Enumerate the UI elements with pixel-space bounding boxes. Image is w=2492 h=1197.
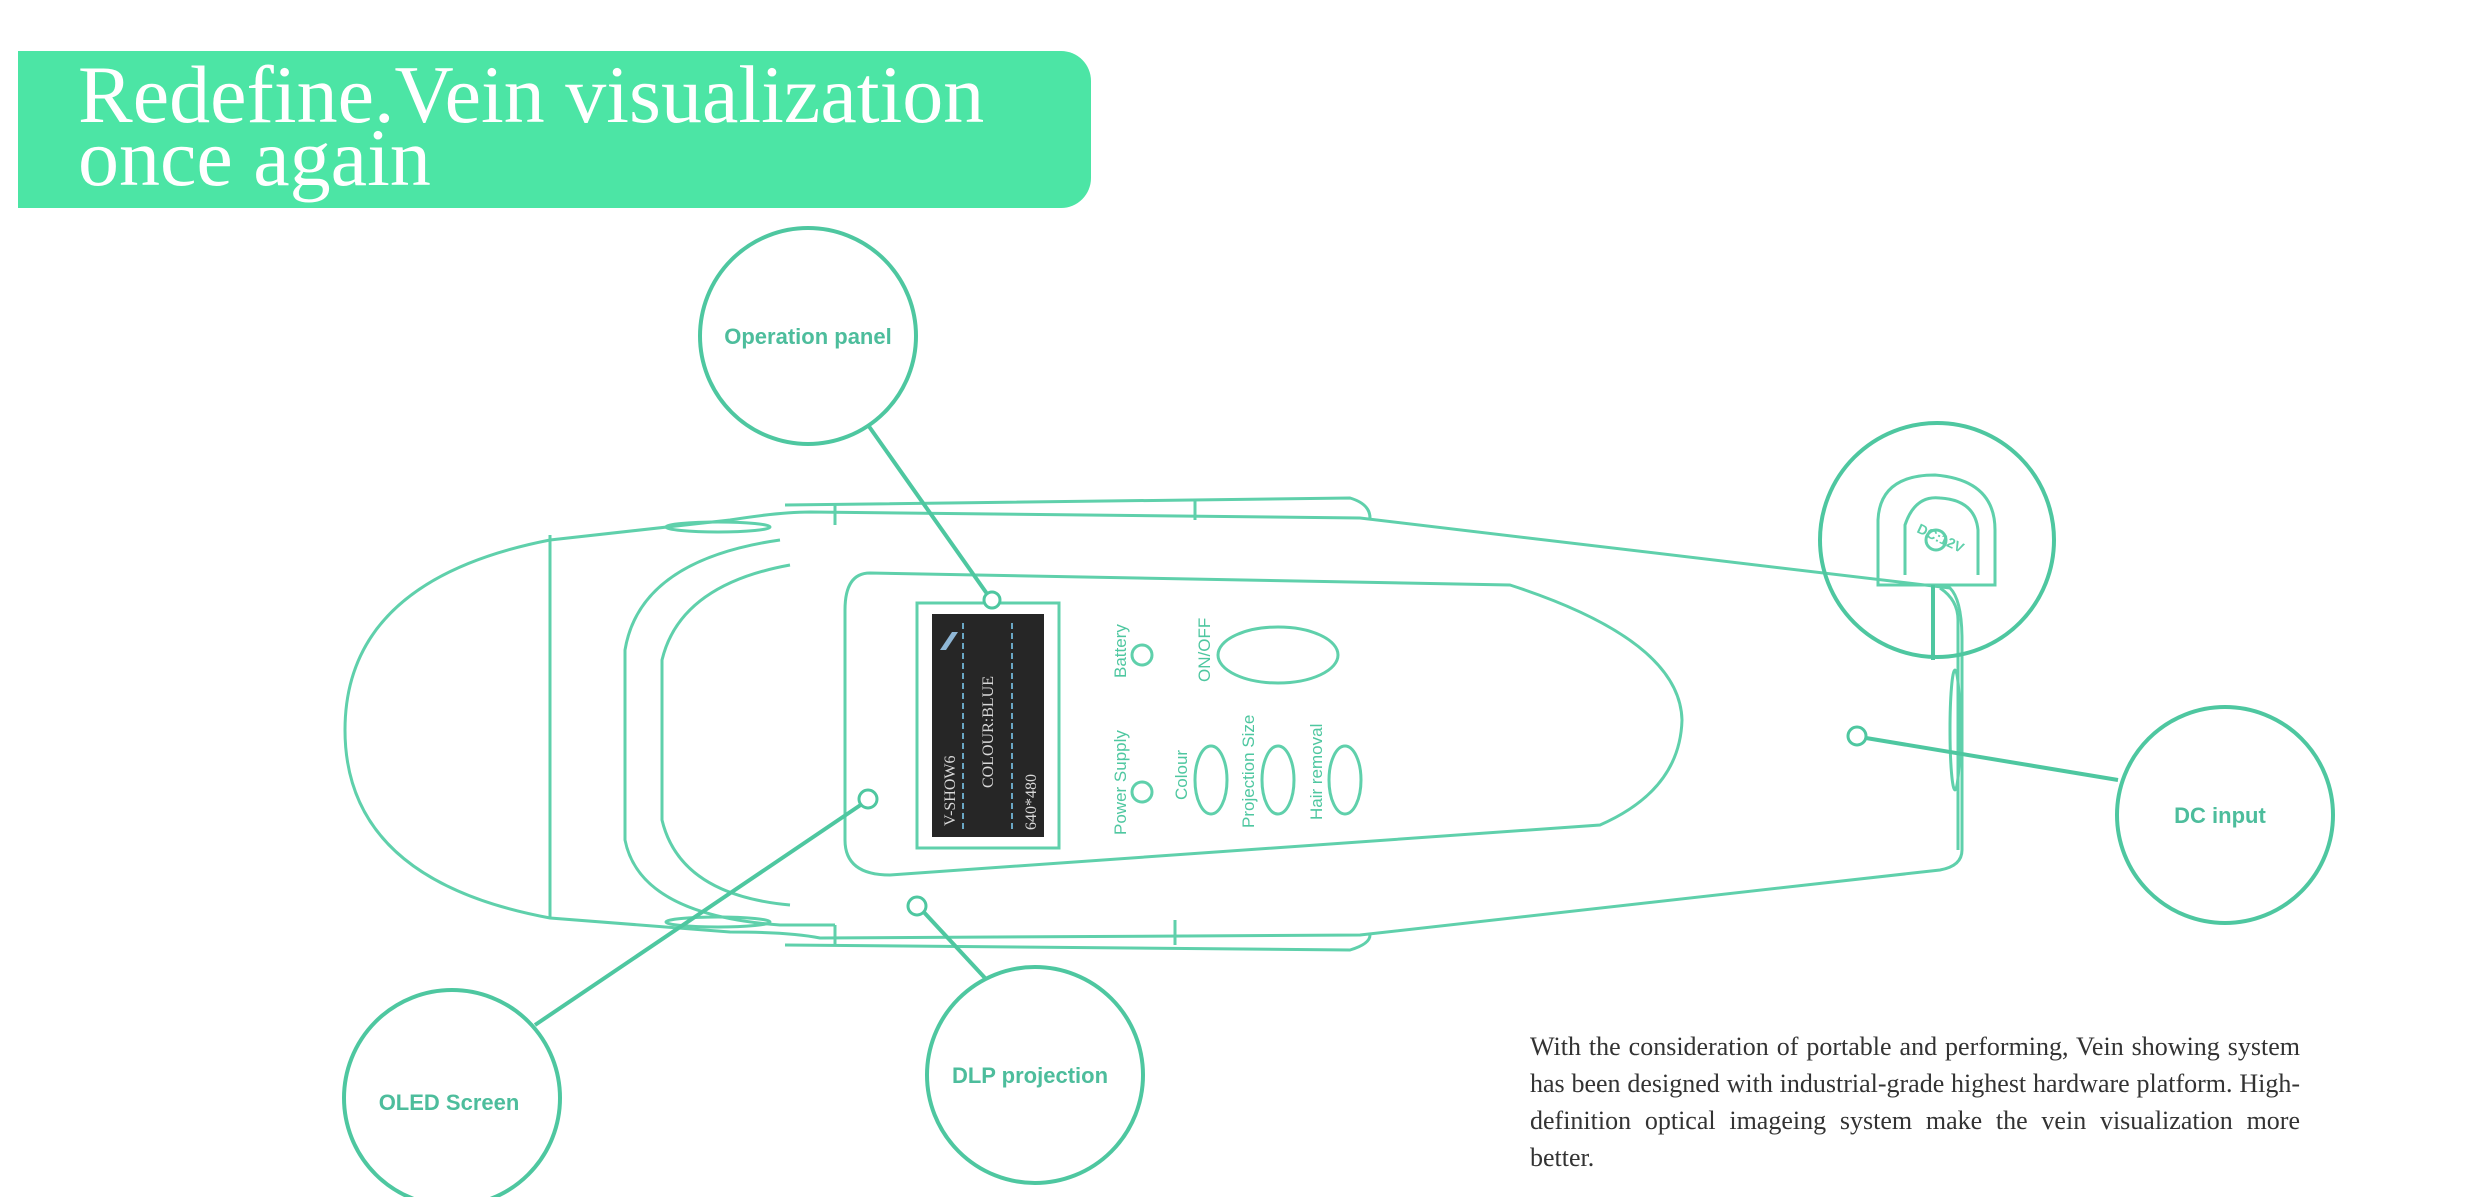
power-supply-label: Power Supply [1111,730,1130,835]
dlp-projection-anchor [906,895,928,917]
screen-logo-icon [940,632,958,650]
title-banner: Redefine.Vein visualization once again [18,51,1091,208]
operation-panel-leader [866,423,992,600]
dc-port-callout-circle [1818,421,2056,659]
page-title-line-1: Redefine.Vein visualization [78,49,985,140]
screen-resolution-text: 640*480 [1023,774,1040,830]
dc-input-label: DC input [2174,803,2266,828]
device-panel-outline [843,571,1684,877]
dlp-projection-label: DLP projection [952,1063,1108,1088]
on-off-button [1216,625,1340,685]
battery-indicator [1130,643,1154,667]
dc-input-leader [1859,735,2119,782]
dc-port-housing [1876,473,1997,587]
device-bottom-rail [784,934,1372,952]
battery-label: Battery [1111,624,1130,678]
device-top-rail [784,496,1372,519]
device-top-rail-inner [833,500,1197,525]
dc-port-side [1939,586,1960,850]
dlp-projection-callout-circle [925,965,1145,1185]
on-off-label: ON/OFF [1195,618,1214,682]
dc-input-callout-circle [2115,705,2335,925]
device-grip-inner [660,563,791,907]
oled-screen-leader [533,800,867,1027]
dc-port-housing-inner [1903,496,1980,575]
device-grip-outer [623,538,835,927]
device-outline [343,510,1964,940]
colour-button [1193,744,1229,816]
oled-screen-anchor [857,788,879,810]
dlp-projection-leader [918,906,987,980]
oled-screen-label: OLED Screen [379,1090,520,1115]
dc-port-label: DC:12V [1915,520,1967,556]
description-text: With the consideration of portable and p… [1530,1032,2300,1172]
device-top-slot [664,520,772,534]
projection-size-button [1260,744,1296,816]
power-supply-indicator [1130,780,1154,804]
hair-removal-button [1327,744,1363,816]
dc-port-socket [1924,528,1948,552]
projection-size-label: Projection Size [1239,715,1258,828]
page-title-line-2: once again [78,112,431,203]
operation-panel-callout-circle [698,226,918,446]
oled-screen: V-SHOW6 COLOUR:BLUE 640*480 [915,601,1061,850]
hair-removal-label: Hair removal [1307,724,1326,820]
dc-side-slot [1948,668,1962,792]
dc-input-anchor [1846,725,1868,747]
screen-brand-text: V-SHOW6 [942,755,959,826]
oled-screen-callout-circle [342,988,562,1197]
device-bottom-rail-inner [833,920,1177,945]
colour-label: Colour [1172,750,1191,800]
operation-panel-label: Operation panel [724,324,891,349]
screen-colour-text: COLOUR:BLUE [980,676,997,788]
operation-panel-anchor [982,590,1002,610]
device-bottom-slot [664,915,772,929]
